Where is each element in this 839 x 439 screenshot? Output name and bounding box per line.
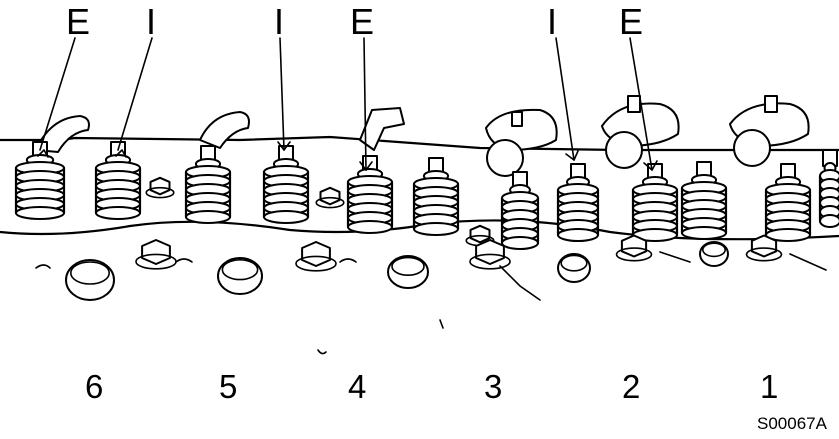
valve-spring [94,141,142,220]
valve-label-exhaust: E [66,1,91,42]
valve-spring [680,161,728,240]
valve-spring [346,155,394,234]
injector-bore [65,259,115,301]
cylinder-number-3: 3 [484,368,503,405]
valve-spring [631,163,679,242]
cylinder-number-6: 6 [85,368,104,405]
hex-bolt [745,234,783,262]
valve-spring [764,163,812,242]
hex-bolt [295,241,337,272]
valve-spring [556,163,600,242]
cylinder-number-5: 5 [219,368,238,405]
hex-bolt [135,239,177,270]
figure-reference: S00067A [757,414,827,433]
injector-bore [699,241,729,267]
injector-bore [217,257,263,295]
valve-label-exhaust: E [350,1,375,42]
cylinder-number-4: 4 [348,368,367,405]
injector-bore [557,253,591,283]
valve-springs [14,141,839,250]
valve-label-intake: I [547,1,558,42]
hex-bolt [315,186,345,209]
valve-spring [184,145,232,224]
detail-marks [35,251,827,355]
valve-label-intake: I [146,1,157,42]
label-pointer-lines [37,37,658,171]
cylinder-head-bolts [135,176,783,272]
valve-label-intake: I [274,1,285,42]
hex-bolt [615,234,653,262]
hex-bolt [465,224,495,247]
hex-bolt [145,176,175,199]
cylinder-number-1: 1 [760,368,779,405]
valve-spring [500,171,540,250]
cylinder-number-2: 2 [622,368,641,405]
valve-spring [262,145,310,224]
valve-spring [412,157,460,236]
valve-label-exhaust: E [619,1,644,42]
hex-bolt [469,239,511,270]
injector-bore [387,255,429,289]
rocker-arms [35,95,810,177]
valve-spring [14,141,66,220]
injector-bores [65,241,729,301]
valve-spring [818,149,839,228]
